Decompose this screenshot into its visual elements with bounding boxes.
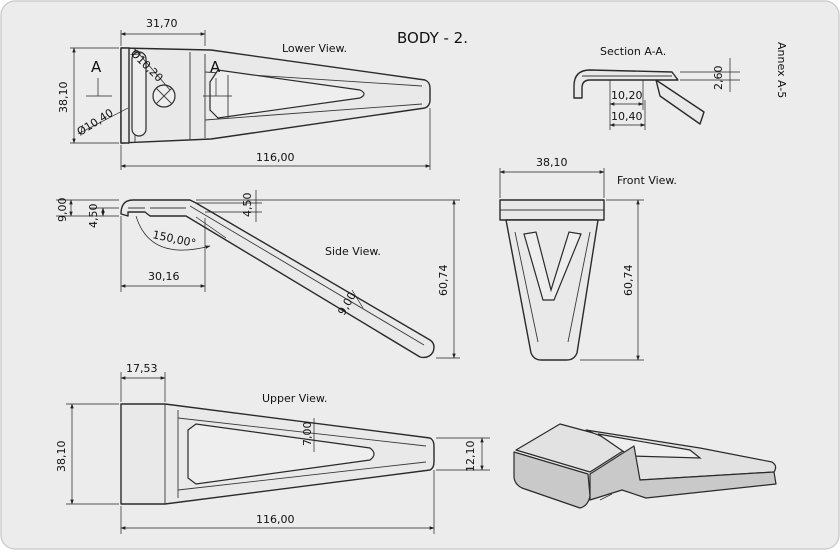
dim-lower-height: 38,10 [57, 82, 70, 114]
isometric-view [513, 423, 777, 509]
section-marker-right: A [210, 58, 221, 76]
sheet-title: BODY - 2. [397, 29, 468, 47]
dim-side-right-thickness: 4,50 [241, 193, 254, 218]
section-view-label: Section A-A. [600, 45, 666, 58]
section-view: 2,60 10,20 10,40 Section A-A. [573, 45, 740, 130]
dim-front-width: 38,10 [536, 156, 568, 169]
upper-view-label: Upper View. [262, 392, 327, 405]
upper-view: 17,53 38,10 7,00 12,10 116,00 Upper View… [55, 362, 490, 534]
dim-lower-width: 31,70 [146, 17, 178, 30]
dim-side-total-height: 9,00 [56, 198, 69, 223]
front-view-label: Front View. [617, 174, 677, 187]
section-marker-left: A [91, 58, 102, 76]
side-view-label: Side View. [325, 245, 381, 258]
dim-side-bend-length: 30,16 [148, 270, 180, 283]
front-view: 38,10 60,74 Front View. [499, 156, 677, 361]
dim-section-inner: 10,20 [611, 89, 643, 102]
side-view: 9,00 4,50 4,50 150,00° 30,16 9,00 60,74 … [56, 190, 460, 359]
dim-upper-width: 17,53 [126, 362, 158, 375]
dim-upper-height: 38,10 [55, 441, 68, 473]
lower-view-label: Lower View. [282, 42, 347, 55]
annex-label: Annex A-5 [775, 42, 788, 98]
lower-view: A A 31,70 38,10 Ø10,20 Ø10,40 116,00 Low… [57, 17, 431, 170]
dim-upper-tip: 12,10 [464, 441, 477, 473]
dim-front-height: 60,74 [622, 265, 635, 297]
dim-lower-length: 116,00 [256, 151, 295, 164]
dim-side-lip-height: 4,50 [87, 204, 100, 229]
dim-section-thickness: 2,60 [712, 66, 725, 91]
dim-side-height: 60,74 [437, 265, 450, 297]
dim-upper-length: 116,00 [256, 513, 295, 526]
dim-section-outer: 10,40 [611, 110, 643, 123]
dim-upper-rib: 7,00 [301, 422, 314, 447]
